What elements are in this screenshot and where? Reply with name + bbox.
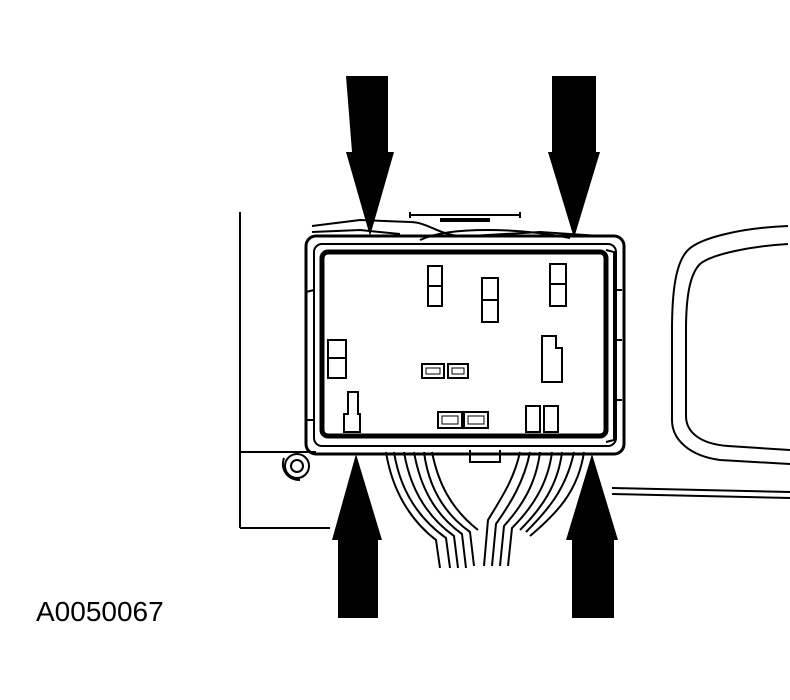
- arrow-bottom-left: [332, 454, 382, 618]
- wiring-harness: [385, 450, 585, 569]
- fuse-box-housing: [304, 234, 626, 456]
- arrow-bottom-right: [566, 454, 618, 618]
- figure-id-label: A0050067: [36, 596, 164, 627]
- fuse-slot-fills: [425, 367, 485, 425]
- arrow-top-right: [548, 76, 600, 238]
- fuse-slots: [327, 263, 567, 433]
- vehicle-panel: [239, 212, 790, 529]
- fuse-box-lid: [319, 249, 609, 439]
- arrow-top-left: [346, 76, 394, 236]
